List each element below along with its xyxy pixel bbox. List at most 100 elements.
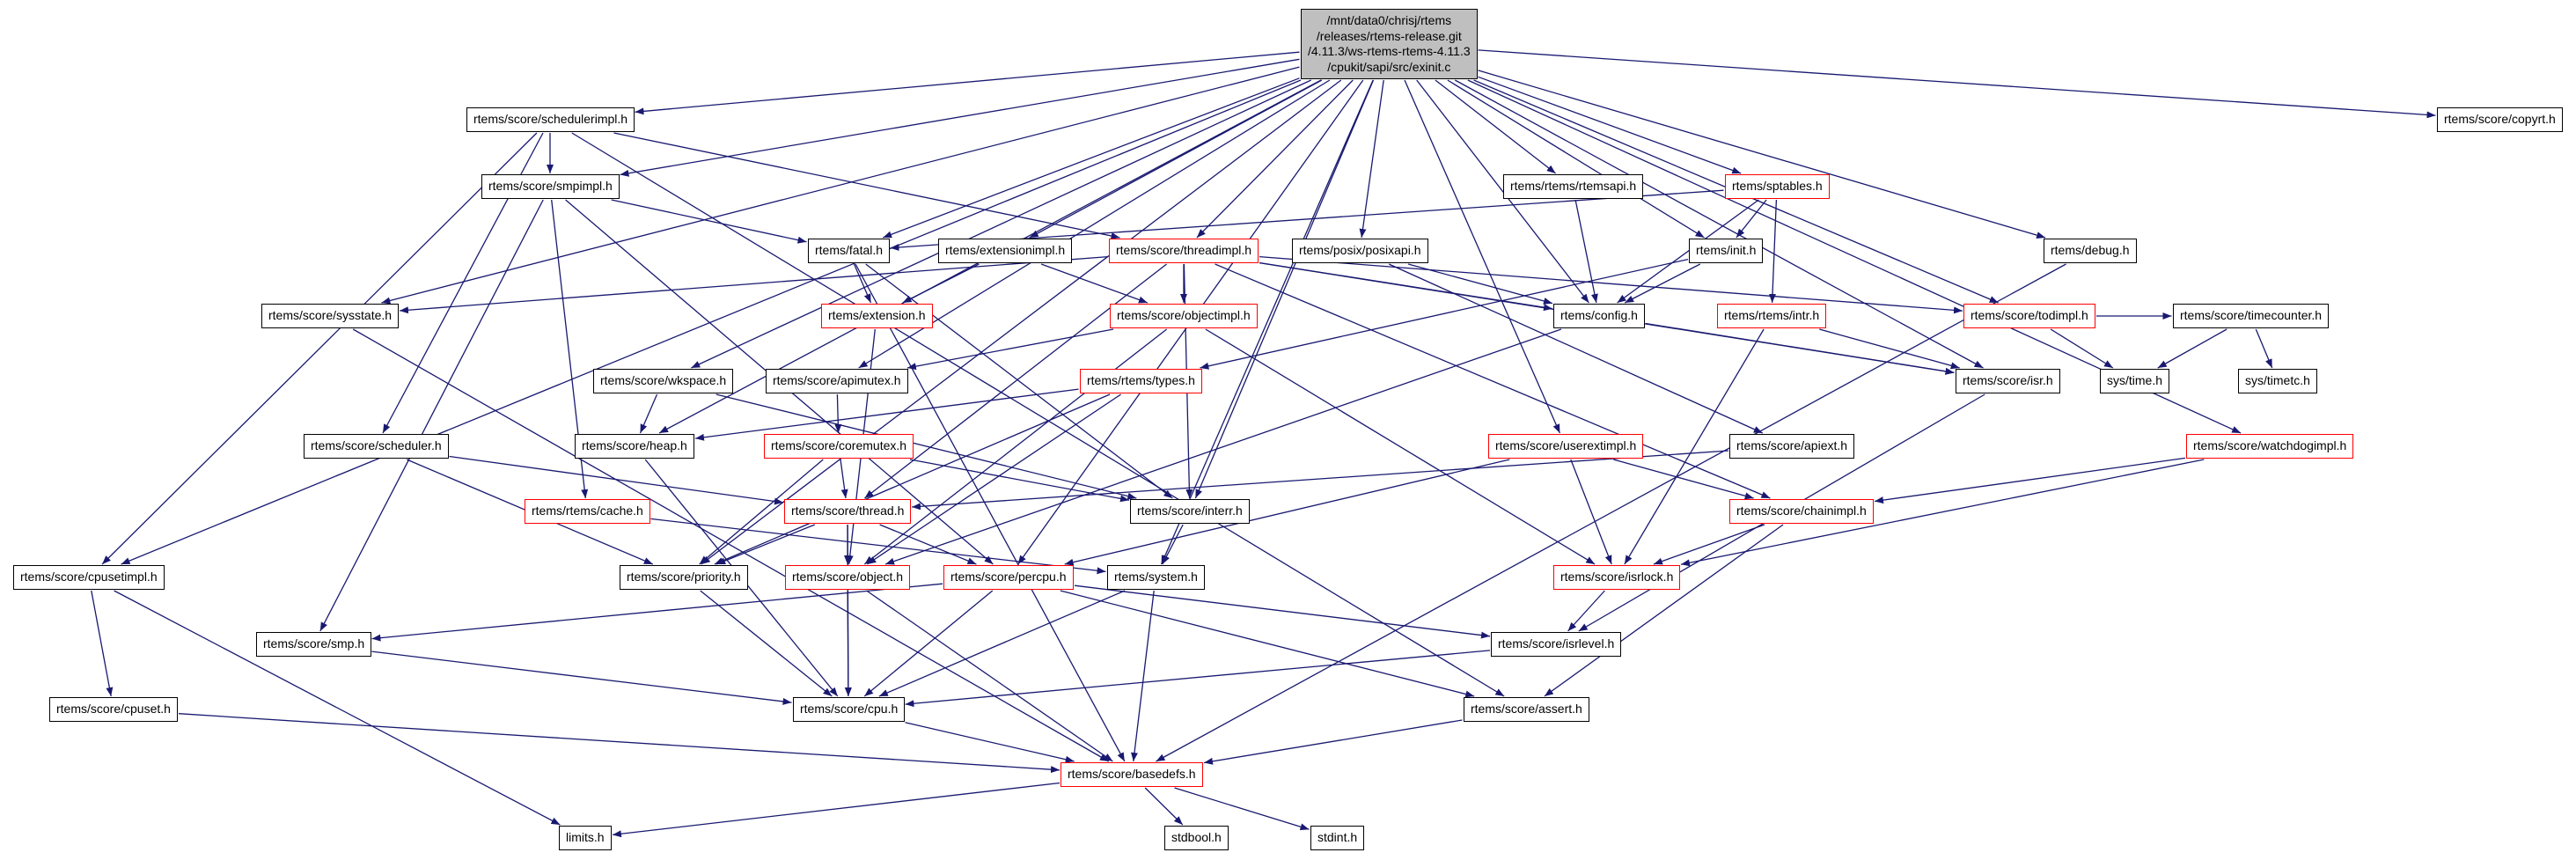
include-edge-main-to-smpimpl [620,58,1300,177]
include-edge-main-to-isr [1454,79,1984,369]
include-edge-system-to-basedefs [1131,590,1155,762]
graph-node-objectimpl[interactable]: rtems/score/objectimpl.h [1110,304,1258,328]
graph-node-system[interactable]: rtems/system.h [1107,565,1205,590]
graph-node-config[interactable]: rtems/config.h [1553,304,1645,328]
graph-node-schedulerimpl[interactable]: rtems/score/schedulerimpl.h [466,107,635,132]
include-edge-assert-to-basedefs [1203,719,1463,765]
include-edge-userextimpl-to-chainimpl [1613,459,1754,500]
include-edge-main-to-debug [1478,70,2046,239]
graph-node-apimutex[interactable]: rtems/score/apimutex.h [766,369,908,393]
graph-node-timecounter[interactable]: rtems/score/timecounter.h [2173,304,2330,328]
include-edge-scheduler-to-thread [449,455,784,505]
graph-node-smp[interactable]: rtems/score/smp.h [256,632,372,657]
graph-node-isr[interactable]: rtems/score/isr.h [1956,369,2060,393]
include-edge-threadimpl-to-config [1259,261,1553,312]
graph-node-debug[interactable]: rtems/debug.h [2044,239,2137,263]
graph-node-basedefs[interactable]: rtems/score/basedefs.h [1060,762,1203,787]
graph-node-threadimpl[interactable]: rtems/score/threadimpl.h [1109,239,1259,263]
include-edge-priority-to-cpu [700,590,833,697]
include-edge-isrlevel-to-cpu [905,650,1491,708]
include-edge-config-to-isr [1645,322,1955,375]
graph-node-smpimpl[interactable]: rtems/score/smpimpl.h [481,174,620,199]
include-edge-fatal-to-interr [865,263,1173,499]
include-edge-timecounter-to-sys_timetc [2255,328,2273,369]
include-edge-main-to-config [1416,79,1589,304]
include-edge-smp-to-cpu [371,651,792,705]
graph-node-posixapi[interactable]: rtems/posix/posixapi.h [1292,239,1428,263]
graph-node-percpu[interactable]: rtems/score/percpu.h [943,565,1074,590]
include-edge-smpimpl-to-smp [319,199,544,632]
graph-node-isrlock[interactable]: rtems/score/isrlock.h [1553,565,1681,590]
graph-node-coremutex[interactable]: rtems/score/coremutex.h [764,434,914,459]
graph-node-init[interactable]: rtems/init.h [1689,239,1764,263]
graph-node-cache[interactable]: rtems/rtems/cache.h [525,499,650,524]
include-edge-timecounter-to-sys_time [2157,328,2227,369]
graph-node-assert[interactable]: rtems/score/assert.h [1464,697,1589,722]
include-edge-basedefs-to-stdint [1174,787,1310,831]
include-edge-watchdogimpl-to-isrlock [1680,459,2205,567]
graph-node-scheduler[interactable]: rtems/score/scheduler.h [304,434,449,459]
include-edge-smpimpl-to-fatal [611,199,807,244]
graph-node-interr[interactable]: rtems/score/interr.h [1130,499,1250,524]
graph-node-chainimpl[interactable]: rtems/score/chainimpl.h [1729,499,1874,524]
include-edge-object-to-basedefs [866,590,1113,762]
graph-node-extensionimpl[interactable]: rtems/extensionimpl.h [938,239,1073,263]
graph-node-sptables[interactable]: rtems/sptables.h [1725,174,1830,199]
graph-node-thread[interactable]: rtems/score/thread.h [784,499,912,524]
include-edge-system-to-cpu [878,590,1126,697]
graph-node-intr[interactable]: rtems/rtems/intr.h [1717,304,1827,328]
graph-node-fatal[interactable]: rtems/fatal.h [808,239,891,263]
include-edge-main-to-init [1447,79,1705,239]
graph-node-rtemsapi[interactable]: rtems/rtems/rtemsapi.h [1503,174,1644,199]
include-edge-fatal-to-basedefs [855,263,1126,762]
graph-node-sys_time: sys/time.h [2100,369,2170,393]
graph-node-watchdogimpl[interactable]: rtems/score/watchdogimpl.h [2186,434,2354,459]
graph-node-cpusetimpl[interactable]: rtems/score/cpusetimpl.h [13,565,165,590]
include-edge-types-to-heap [694,388,1079,441]
include-edge-thread-to-percpu [879,524,977,565]
include-edge-types-to-object [867,393,1121,565]
graph-node-userextimpl[interactable]: rtems/score/userextimpl.h [1488,434,1644,459]
include-edge-threadimpl-to-thread [864,263,1167,499]
include-edge-sptables-to-intr [1769,199,1778,304]
include-edge-debug-to-basedefs [1156,263,2066,762]
graph-node-extension[interactable]: rtems/extension.h [821,304,933,328]
include-edge-chainimpl-to-isrlock [1653,524,1765,565]
graph-node-object[interactable]: rtems/score/object.h [785,565,911,590]
graph-node-wkspace[interactable]: rtems/score/wkspace.h [593,369,734,393]
graph-node-cpu[interactable]: rtems/score/cpu.h [793,697,906,722]
graph-node-heap[interactable]: rtems/score/heap.h [575,434,694,459]
include-edge-sptables-to-init [1736,199,1767,239]
include-edge-intr-to-isr [1819,328,1960,370]
include-edge-main-to-threadimpl [1196,79,1354,239]
include-edge-threadimpl-to-chainimpl [1215,263,1771,499]
include-edge-init-to-config [1624,263,1701,304]
include-edge-todimpl-to-sys_time [2050,328,2114,369]
include-edge-apiext-to-thread [911,450,1729,511]
include-edge-main-to-copyrt [1478,49,2436,119]
graph-node-sysstate[interactable]: rtems/score/sysstate.h [261,304,400,328]
graph-node-todimpl[interactable]: rtems/score/todimpl.h [1963,304,2095,328]
include-edge-cpusetimpl-to-cpuset [91,590,114,697]
include-edge-percpu-to-assert [1060,590,1475,698]
include-edge-watchdogimpl-to-chainimpl [1874,457,2186,504]
graph-node-cpuset[interactable]: rtems/score/cpuset.h [49,697,178,722]
include-edge-fatal-to-extension [853,263,872,304]
include-edge-types-to-priority [714,393,1111,565]
graph-node-isrlevel[interactable]: rtems/score/isrlevel.h [1491,632,1622,657]
include-edge-coremutex-to-priority [699,459,824,565]
include-edge-userextimpl-to-isrlock [1570,459,1612,565]
include-edge-percpu-to-smp [371,583,943,642]
include-edge-main-to-fatal [882,77,1300,239]
include-edge-cpu-to-basedefs [905,722,1075,763]
include-edge-objectimpl-to-apimutex [906,328,1114,371]
graph-node-copyrt[interactable]: rtems/score/copyrt.h [2437,107,2563,132]
include-edge-threadimpl-to-todimpl [1259,255,1963,314]
graph-node-types[interactable]: rtems/rtems/types.h [1080,369,1202,393]
include-edge-cpusetimpl-to-limits [114,590,561,826]
graph-node-apiext[interactable]: rtems/score/apiext.h [1729,434,1855,459]
graph-node-priority[interactable]: rtems/score/priority.h [620,565,748,590]
include-edge-apimutex-to-coremutex [834,393,842,434]
include-edge-percpu-to-isrlevel [1074,584,1491,639]
